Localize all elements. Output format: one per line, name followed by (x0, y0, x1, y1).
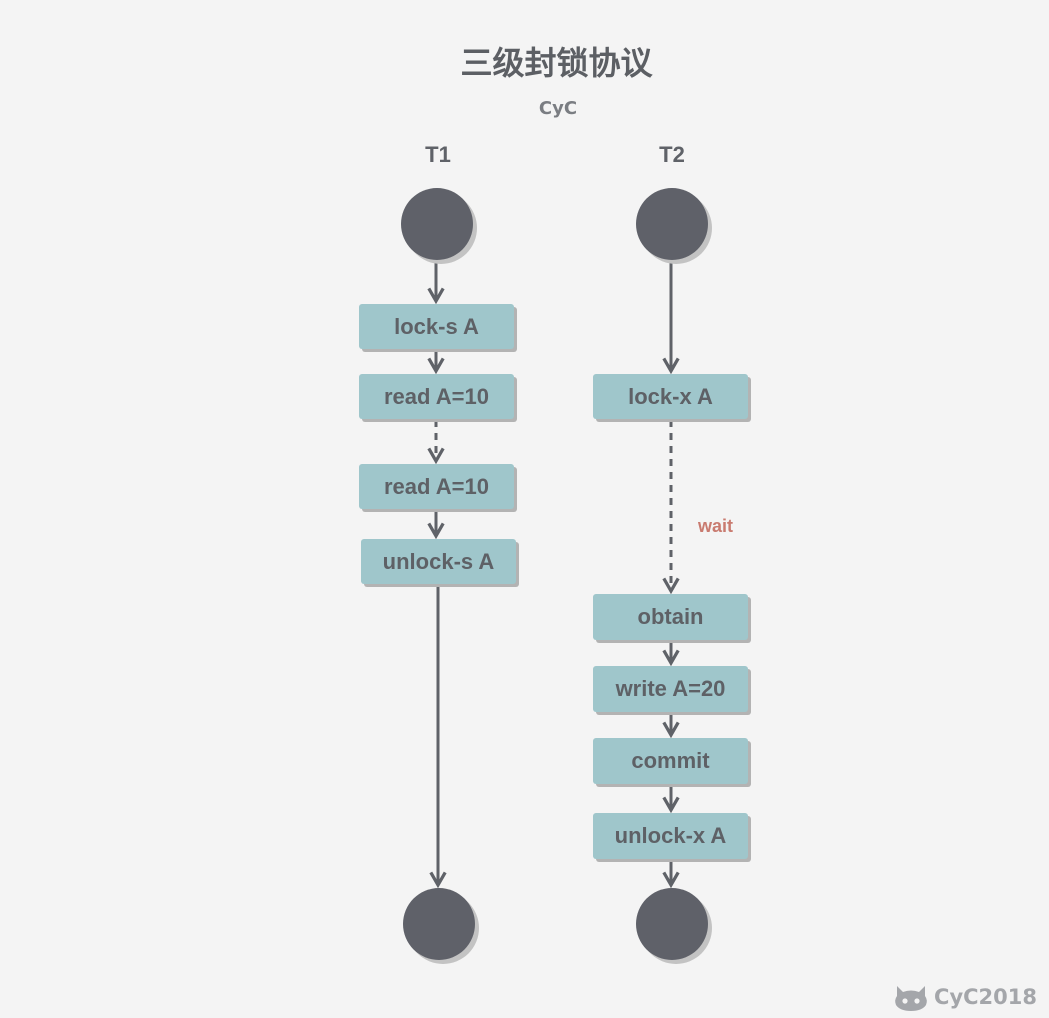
t2-step-commit: commit (593, 738, 748, 784)
watermark: CyC2018 (892, 982, 1037, 1012)
t2-step-lock-x: lock-x A (593, 374, 748, 419)
t2-step-unlock-x: unlock-x A (593, 813, 748, 859)
diagram-subtitle: CyC (538, 98, 578, 119)
github-octocat-icon (895, 986, 927, 1011)
diagram-title: 三级封锁协议 (460, 44, 653, 82)
watermark-text: CyC2018 (934, 985, 1037, 1009)
lane-label-t1: T1 (425, 142, 451, 167)
wait-label: wait (698, 516, 734, 536)
t1-step-unlock-s: unlock-s A (361, 539, 516, 584)
t1-step-lock-s: lock-s A (359, 304, 514, 349)
t1-step-read-2: read A=10 (359, 464, 514, 509)
t2-end-node (636, 888, 708, 960)
t2-start-node (636, 188, 708, 260)
t2-step-write: write A=20 (593, 666, 748, 712)
lane-label-t2: T2 (659, 142, 685, 167)
t1-step-read-1: read A=10 (359, 374, 514, 419)
t1-start-node (401, 188, 473, 260)
t1-end-node (403, 888, 475, 960)
t2-step-obtain: obtain (593, 594, 748, 640)
